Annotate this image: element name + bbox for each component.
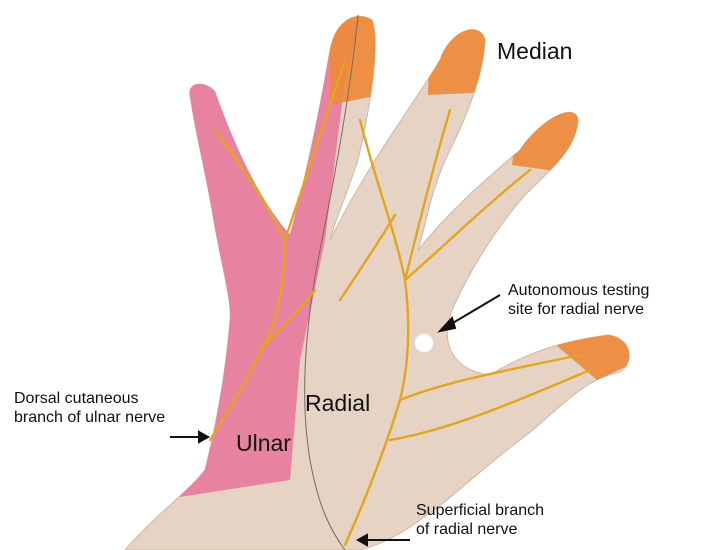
superficial-label-line2: of radial nerve <box>416 521 544 540</box>
autonomous-testing-site-marker <box>415 334 433 352</box>
median-tip-index <box>428 10 495 95</box>
dorsal-label: Dorsal cutaneous branch of ulnar nerve <box>14 390 165 428</box>
autonomous-label: Autonomous testing site for radial nerve <box>508 282 649 320</box>
median-tip-ring <box>512 100 590 175</box>
median-label: Median <box>497 38 572 65</box>
arrow-dorsal-head <box>199 432 208 442</box>
ulnar-label: Ulnar <box>236 430 291 457</box>
median-tip-middle <box>330 0 382 105</box>
superficial-label: Superficial branch of radial nerve <box>416 502 544 540</box>
dorsal-label-line1: Dorsal cutaneous <box>14 390 165 409</box>
superficial-label-line1: Superficial branch <box>416 502 544 521</box>
dorsal-label-line2: branch of ulnar nerve <box>14 409 165 428</box>
radial-label: Radial <box>305 390 370 417</box>
autonomous-label-line1: Autonomous testing <box>508 282 649 301</box>
autonomous-label-line2: site for radial nerve <box>508 301 649 320</box>
